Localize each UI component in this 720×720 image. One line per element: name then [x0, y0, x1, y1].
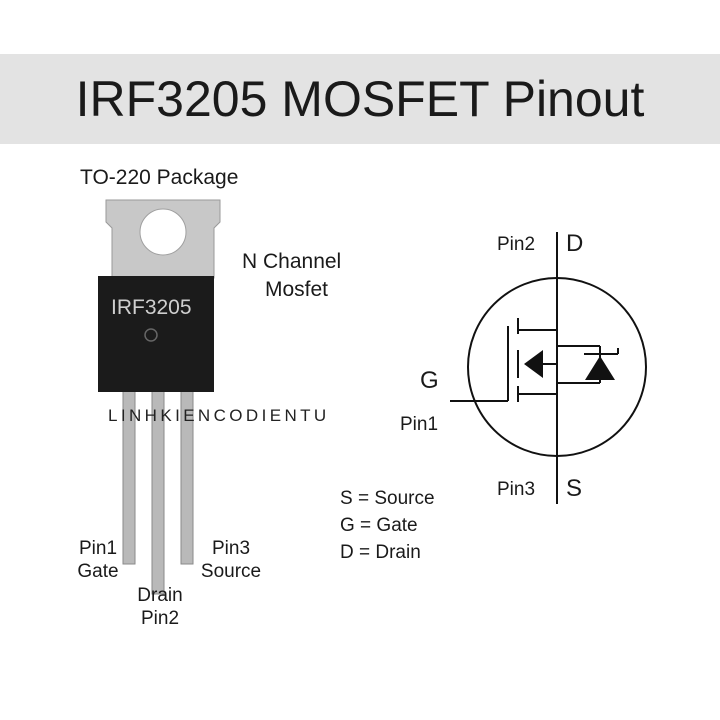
title-bar — [0, 54, 720, 144]
pkg-pin1-number: Pin1 — [78, 538, 118, 559]
symbol-pin3-label: Pin3 — [497, 479, 536, 500]
source-letter: S — [566, 475, 583, 502]
pkg-pin2-name: Drain — [137, 585, 183, 606]
symbol-pin2-label: Pin2 — [497, 234, 536, 255]
legend-drain: D = Drain — [340, 542, 421, 563]
channel-label-line2: Mosfet — [265, 278, 329, 301]
part-marking: IRF3205 — [111, 296, 192, 319]
package-label: TO-220 Package — [80, 166, 239, 189]
pkg-pin3-number: Pin3 — [211, 538, 251, 559]
pkg-pin3-name: Source — [200, 561, 262, 582]
pkg-pin1-name: Gate — [77, 561, 119, 582]
page-title: IRF3205 MOSFET Pinout — [75, 71, 645, 127]
legend-gate: G = Gate — [340, 515, 418, 536]
body-arrow-icon — [524, 350, 543, 378]
package-body — [98, 276, 214, 392]
gate-letter: G — [420, 367, 439, 394]
mounting-hole — [139, 208, 187, 256]
legend-source: S = Source — [340, 488, 435, 509]
drain-letter: D — [566, 230, 584, 257]
watermark: LINHKIENCODIENTU — [108, 406, 330, 425]
symbol-pin1-label: Pin1 — [400, 414, 439, 435]
logo-mark-icon — [144, 328, 158, 342]
pkg-pin2-number: Pin2 — [140, 608, 180, 629]
body-diode-icon — [585, 356, 615, 380]
channel-label-line1: N Channel — [242, 250, 342, 273]
